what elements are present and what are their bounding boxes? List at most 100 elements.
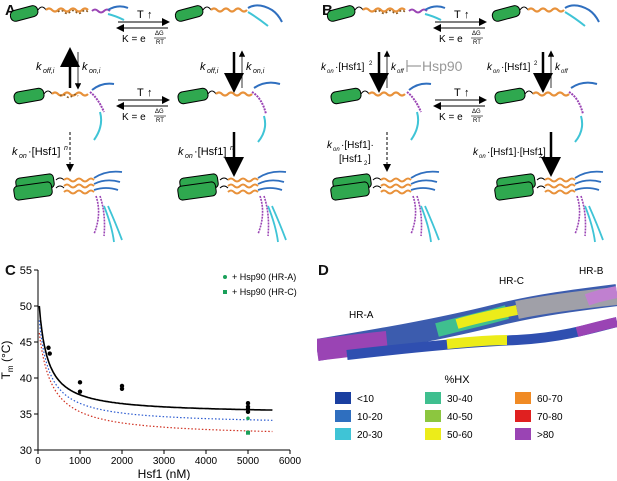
hx-key-label: <10 — [357, 394, 374, 405]
trimer-a2 — [177, 170, 287, 243]
molecule-unfolded-b2 — [491, 4, 600, 27]
x-tick-label: 6000 — [279, 456, 302, 467]
svg-text:↑: ↑ — [464, 9, 470, 21]
k-eq-a2: K = e — [122, 112, 146, 123]
hx-key-label: >80 — [537, 430, 554, 441]
panel-label-d: D — [318, 262, 329, 279]
legend-marker-c — [223, 290, 227, 294]
kon-left-b: k — [321, 62, 327, 73]
k-exp-den-b1: RT — [473, 40, 481, 46]
x-tick-label: 2000 — [111, 456, 134, 467]
hx-key-swatch — [425, 392, 441, 404]
x-tick-label: 0 — [35, 456, 41, 467]
chart-curves — [38, 305, 273, 433]
kon-right-exp-b: 2 — [534, 61, 538, 67]
data-point-s0-9 — [245, 409, 251, 415]
chart-ylabel-main: T — [0, 371, 13, 379]
hr-a-label: HR-A — [349, 310, 374, 321]
kon-left-sub-b: on — [327, 69, 334, 75]
koff-left-a: k — [36, 61, 42, 73]
kon-right-rest-b: ·[Hsf1] — [501, 62, 531, 73]
kon-left-sub-a: on,i — [89, 68, 101, 75]
rate-right-b: k — [473, 147, 479, 158]
x-tick-label: 4000 — [195, 456, 218, 467]
k-eq-a1: K = e — [122, 34, 146, 45]
chart-xlabel: Hsf1 (nM) — [138, 467, 191, 480]
hx-key-label: 20-30 — [357, 430, 383, 441]
y-tick-label: 30 — [20, 445, 32, 457]
panel-b-diagram: T ↑ K = e ΔG RT k on ·[Hsf1] 2 k off Hsp… — [321, 4, 604, 243]
kon-left-a: k — [82, 61, 88, 73]
trimer-b1 — [330, 170, 440, 243]
legend-label-a: + Hsp90 (HR-A) — [232, 272, 296, 282]
data-point-s0-2 — [77, 380, 83, 385]
hx-key-swatch — [335, 392, 351, 404]
panel-label-c: C — [5, 262, 16, 279]
hx-key-swatch — [515, 410, 531, 422]
rate-left-2-sub-b: 2 — [364, 161, 368, 167]
koff-left-b: k — [391, 62, 397, 73]
rate-left-a: k — [12, 146, 18, 158]
hx-key-swatch — [425, 410, 441, 422]
hr-c-label: HR-C — [499, 276, 524, 287]
rate-left-1-b: k — [327, 140, 333, 151]
x-tick-label: 3000 — [153, 456, 176, 467]
hx-key-swatch — [425, 428, 441, 440]
k-eq-b1: K = e — [439, 34, 463, 45]
y-tick-label: 35 — [20, 409, 32, 421]
rate-right-rest-a: ·[Hsf1] — [194, 146, 226, 158]
koff-right-b: k — [555, 62, 561, 73]
y-tick-label: 50 — [20, 301, 32, 313]
kon-left-exp-b: 2 — [369, 61, 373, 67]
k-exp-num-a1: ΔG — [155, 31, 164, 37]
chart-ylabel-sub: m — [6, 365, 15, 372]
y-tick-label: 45 — [20, 337, 32, 349]
hx-key-label: 40-50 — [447, 412, 473, 423]
hr-b-label: HR-B — [579, 266, 604, 277]
koff-left-sub-b: off — [397, 69, 405, 75]
molecule-open-b1 — [330, 82, 432, 141]
hsp90-label: Hsp90 — [422, 58, 463, 74]
koff-right-a: k — [200, 61, 206, 73]
rate-right-sub2-b: 2 — [539, 154, 543, 160]
data-point-s0-0 — [46, 345, 51, 350]
helix-bundle — [317, 284, 617, 361]
kon-right-sub-b: on — [493, 69, 500, 75]
trimer-a1 — [13, 170, 123, 243]
trimer-b2 — [494, 170, 604, 243]
rate-left-rest-a: ·[Hsf1] — [28, 146, 60, 158]
panel-label-a: A — [5, 2, 16, 19]
hx-key-label: 30-40 — [447, 394, 473, 405]
hx-key-swatch — [335, 428, 351, 440]
k-eq-b2: K = e — [439, 112, 463, 123]
kon-right-b: k — [487, 62, 493, 73]
rate-right-end-b: ] — [543, 147, 546, 158]
koff-left-sub-a: off,i — [43, 68, 55, 75]
hx-key-swatch — [515, 392, 531, 404]
molecule-open-a1 — [13, 82, 115, 141]
hx-key-swatch — [515, 428, 531, 440]
kon-right-sub-a: on,i — [253, 68, 265, 75]
chart-points — [46, 345, 251, 435]
rate-left-1-rest-b: ·[Hsf1]· — [341, 140, 374, 151]
k-exp-num-b2: ΔG — [472, 109, 481, 115]
panel-label-b: B — [322, 2, 333, 19]
fit-curve-2 — [38, 332, 273, 433]
fit-curve-0 — [38, 305, 273, 411]
svg-text:↑: ↑ — [147, 9, 153, 21]
hx-key-label: 50-60 — [447, 430, 473, 441]
svg-text:↑: ↑ — [147, 87, 153, 99]
y-tick-label: 40 — [20, 373, 32, 385]
temp-label-b1: T — [454, 9, 461, 21]
fit-curve-1 — [38, 320, 273, 421]
hx-key-label: 70-80 — [537, 412, 563, 423]
data-point-s1-0 — [246, 416, 250, 421]
k-exp-den-a2: RT — [156, 118, 164, 124]
koff-right-sub-a: off,i — [207, 68, 219, 75]
rate-right-exp-a: n — [230, 145, 234, 152]
k-exp-num-a2: ΔG — [155, 109, 164, 115]
hx-key: <1010-2020-3030-4040-5050-6060-7070-80>8… — [335, 392, 563, 441]
rate-left-1-sub-b: on — [333, 147, 340, 153]
